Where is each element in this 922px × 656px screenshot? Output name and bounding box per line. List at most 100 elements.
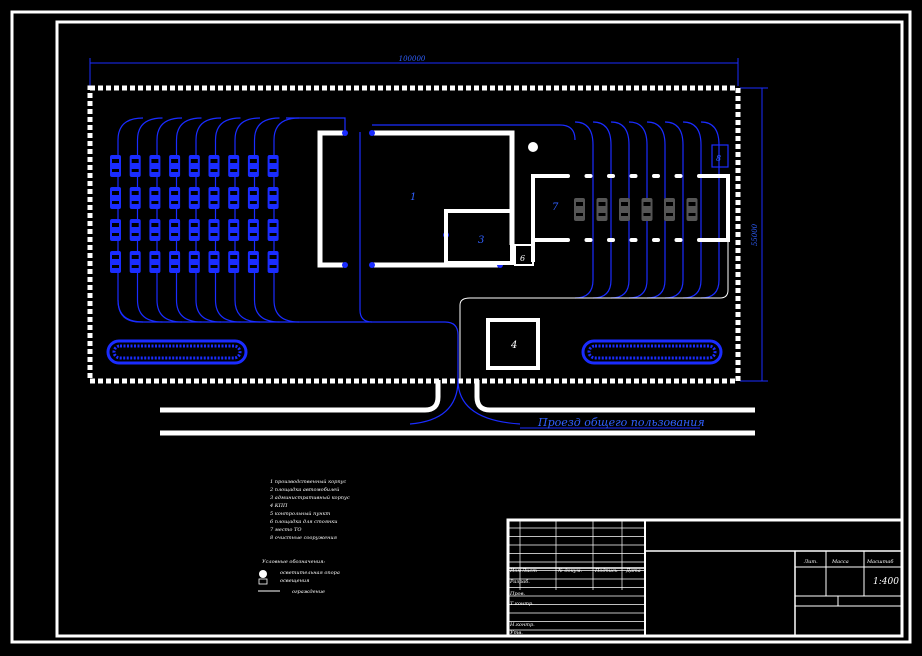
legend-item: 3 административный корпус (270, 495, 350, 501)
dimension-width-label: 100000 (399, 55, 426, 63)
car-icon (110, 219, 121, 241)
svg-text:Н.контр.: Н.контр. (509, 622, 535, 628)
legend-item: 6 площадка для стоянки (270, 519, 338, 525)
svg-text:Подпись: Подпись (594, 568, 618, 574)
dimension-width (89, 58, 739, 86)
driveway-lane-inner (359, 132, 373, 323)
car-icon (110, 187, 121, 209)
legend-convention: осветительная опора (280, 570, 340, 576)
car-icon (188, 187, 200, 209)
car-icon (188, 155, 200, 177)
road-entry-lanes (409, 379, 521, 425)
svg-text:№ докум.: № докум. (557, 568, 583, 574)
legend-item: 4 КПП (269, 503, 288, 509)
car-icon (619, 198, 630, 221)
dimension-height (740, 87, 768, 382)
bay-marker (584, 174, 593, 178)
road-edge-right (474, 380, 755, 413)
car-icon (149, 187, 161, 209)
car-icon (149, 155, 161, 177)
legend-conventions-title: Условные обозначения: (262, 558, 325, 565)
svg-text:Изм: Изм (509, 568, 521, 574)
svg-text:Масштаб: Масштаб (866, 558, 894, 565)
driveway-right (459, 190, 729, 380)
building-1-walls (372, 130, 515, 268)
car-icon (228, 187, 240, 209)
svg-text:Дата: Дата (625, 568, 641, 574)
legend: 1 производственный корпус 2 площадка авт… (258, 479, 350, 595)
zone-8-label: 8 (716, 154, 721, 163)
car-icon (247, 155, 259, 177)
dimension-height-label: 55000 (751, 223, 759, 246)
car-icon (596, 198, 608, 221)
outer-frame (10, 10, 912, 644)
bay-marker (607, 238, 615, 242)
title-block (506, 518, 904, 638)
bay-marker (607, 174, 615, 178)
bay-marker (697, 238, 705, 242)
car-icon (641, 198, 653, 221)
car-icon (686, 198, 698, 221)
building-8 (711, 144, 729, 168)
building-4-checkpoint (486, 318, 540, 370)
car-icon (574, 198, 585, 221)
car-icon (208, 251, 220, 273)
zone-1-label: 1 (410, 192, 416, 203)
bay-marker (674, 174, 683, 178)
car-icon (208, 187, 220, 209)
car-icon (267, 155, 279, 177)
svg-text:Масса: Масса (831, 559, 849, 565)
gate-marker (342, 262, 348, 268)
car-icon (228, 219, 240, 241)
bay-marker (652, 238, 660, 242)
svg-text:Лист: Лист (521, 568, 537, 574)
parking-area-cars (110, 155, 279, 273)
car-icon (129, 187, 141, 209)
planter-right (581, 339, 723, 365)
gate-marker (342, 130, 348, 136)
bay-marker (629, 238, 638, 242)
bay-marker (697, 174, 705, 178)
svg-text:Лит.: Лит. (803, 559, 818, 565)
car-icon (208, 155, 220, 177)
svg-text:Утв.: Утв. (510, 630, 523, 636)
legend-item: 1 производственный корпус (270, 479, 346, 485)
service-cars (574, 198, 698, 221)
driveway-lane (117, 299, 459, 380)
car-icon (208, 219, 220, 241)
service-wall-right (700, 174, 730, 242)
building-1-left-wall (317, 130, 345, 268)
light-pole-icon (528, 142, 538, 152)
car-icon (267, 251, 279, 273)
planter-right-hatch (587, 344, 717, 360)
car-icon (149, 251, 161, 273)
planter-left-hatch (112, 344, 242, 360)
car-icon (228, 251, 240, 273)
site-fence (87, 85, 741, 384)
car-icon (129, 155, 141, 177)
title-block-grid (508, 520, 645, 631)
car-icon (247, 219, 259, 241)
car-icon (110, 251, 121, 273)
scale-label: 1:400 (873, 577, 899, 587)
car-icon (169, 251, 181, 273)
light-pole-icon (259, 570, 267, 578)
car-icon (247, 187, 259, 209)
bay-marker (629, 174, 638, 178)
bay-marker (584, 238, 593, 242)
car-icon (129, 219, 141, 241)
svg-text:Т.контр.: Т.контр. (510, 601, 534, 607)
zone-7-label: 7 (552, 202, 559, 213)
bay-marker (652, 174, 660, 178)
legend-item: 5 контрольный пункт (270, 511, 330, 517)
zone-4-label: 4 (510, 340, 517, 351)
car-icon (169, 187, 181, 209)
title-block-text: Изм Лист № докум. Подпись Дата Разраб. П… (509, 558, 899, 636)
svg-text:Пров.: Пров. (509, 591, 525, 597)
svg-text:Разраб.: Разраб. (509, 578, 530, 585)
light-pole-base-icon (258, 578, 268, 585)
legend-item: 7 место ТО (270, 527, 301, 533)
building-3 (444, 209, 514, 265)
bay-marker (674, 238, 683, 242)
service-wall (531, 174, 566, 262)
